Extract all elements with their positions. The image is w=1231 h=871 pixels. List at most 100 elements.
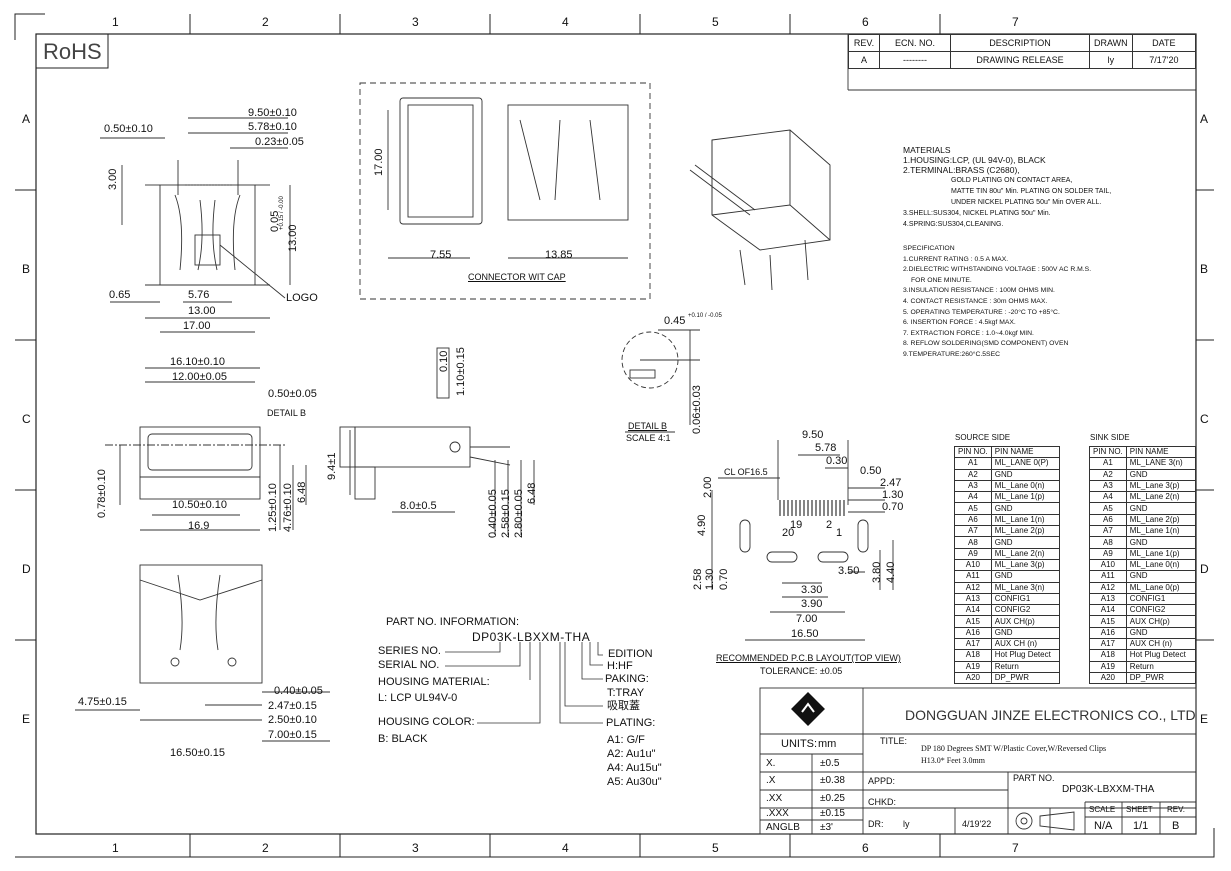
rev-header-desc: DESCRIPTION <box>950 34 1090 52</box>
title-line-2: H13.0* Feet 3.0mm <box>921 756 985 765</box>
pin-number-cell: A18 <box>954 649 992 662</box>
materials-line: 3.SHELL:SUS304, NICKEL PLATING 50u" Min. <box>903 210 1051 217</box>
pin-name-cell: ML_Lane 1(n) <box>990 513 1061 527</box>
pin-name-cell: ML_Lane 2(p) <box>990 525 1061 538</box>
tol-val: ±0.38 <box>820 775 845 786</box>
pin-name-cell: ML_LANE 0(P) <box>990 457 1061 470</box>
materials-line: UNDER NICKEL PLATING 50u" Min OVER ALL. <box>951 199 1102 206</box>
pin-header: PIN NAME <box>1125 445 1197 459</box>
tol-val: ±0.5 <box>820 758 840 769</box>
grid-col-2-bottom: 2 <box>262 841 269 855</box>
dim-label: 0.06±0.03 <box>691 385 703 434</box>
centerline-label: CL OF16.5 <box>724 467 768 477</box>
grid-col-7-bottom: 7 <box>1012 841 1019 855</box>
rev-value: B <box>1172 820 1180 832</box>
dr-name: ly <box>903 819 910 829</box>
pin-number: 19 <box>790 519 803 531</box>
pin-name-cell: GND <box>1125 536 1197 549</box>
dim-label: 0.70 <box>718 568 730 590</box>
pin-number-cell: A8 <box>954 536 992 549</box>
rev-header-date: DATE <box>1131 34 1197 52</box>
pin-name-cell: Return <box>1125 660 1197 673</box>
tol-key: .X <box>766 775 776 786</box>
cap-view-label: CONNECTOR WIT CAP <box>468 272 566 282</box>
pin-number-cell: A7 <box>1089 525 1127 538</box>
title-block-lines <box>759 687 1197 835</box>
pin-name-cell: GND <box>990 570 1061 583</box>
dim-label: 5.78±0.10 <box>248 121 297 133</box>
top-view <box>100 117 291 333</box>
materials-line: 1.HOUSING:LCP, (UL 94V-0), BLACK <box>903 155 1046 165</box>
pin-name-cell: AUX CH(p) <box>1125 615 1197 628</box>
dim-label: 7.00 <box>796 613 818 625</box>
part-info-plating: PLATING: <box>606 717 656 729</box>
grid-col-4-bottom: 4 <box>562 841 569 855</box>
pin-number-cell: A20 <box>954 671 992 685</box>
dr-label: DR: <box>868 819 884 829</box>
grid-row-d: D <box>22 562 31 576</box>
dim-label: 2.50±0.10 <box>268 714 317 726</box>
plating-option: A4: Au15u" <box>607 762 662 774</box>
materials-block: MATERIALS 1.HOUSING:LCP, (UL 94V-0), BLA… <box>903 145 1111 230</box>
grid-col-4: 4 <box>562 15 569 29</box>
pin-name-cell: ML_LANE 3(n) <box>1125 457 1197 470</box>
dim-label: 2.00 <box>702 476 714 498</box>
pin-number: 20 <box>782 527 795 539</box>
pin-header: PIN NAME <box>990 445 1061 459</box>
grid-row-a-right: A <box>1200 112 1209 126</box>
tol-val: ±0.15 <box>820 808 845 819</box>
dim-label: 13.85 <box>545 249 573 261</box>
part-info-housing-material-value: L: LCP UL94V-0 <box>378 692 458 704</box>
pin-number-cell: A10 <box>1089 558 1127 572</box>
tol-val: ±3' <box>820 822 833 833</box>
dim-label: 0.50±0.10 <box>104 123 153 135</box>
sheet-value: 1/1 <box>1133 820 1149 832</box>
pin-number-cell: A16 <box>954 626 992 640</box>
dim-label: 0.40±0.05 <box>274 685 323 697</box>
part-info-housing-color-value: B: BLACK <box>378 733 428 745</box>
pin-name-cell: ML_Lane 3(p) <box>1125 479 1197 493</box>
spec-line: FOR ONE MINUTE. <box>911 276 972 284</box>
pin-number-cell: A7 <box>954 525 992 538</box>
rev-row-date: 7/17'20 <box>1131 51 1197 69</box>
pin-number-cell: A2 <box>1089 468 1127 481</box>
pcb-layout-tolerance: TOLERANCE: ±0.05 <box>760 666 843 676</box>
dim-label: 3.30 <box>801 584 823 596</box>
grid-row-b: B <box>22 262 31 276</box>
tol-val: ±0.25 <box>820 793 845 804</box>
plating-option: A2: Au1u" <box>607 748 656 760</box>
pin-name-cell: CONFIG2 <box>1125 604 1197 617</box>
pin-name-cell: Hot Plug Detect <box>990 649 1061 662</box>
units-label: UNITS: <box>781 738 818 750</box>
dim-flatness: 0.10 <box>438 350 450 372</box>
part-info-paking: PAKING: <box>605 673 649 685</box>
dim-label: 5.76 <box>188 289 210 301</box>
dim-label: 17.00 <box>183 320 211 332</box>
pin-name-cell: AUX CH(p) <box>990 615 1061 628</box>
dim-label: 17.00 <box>373 148 385 176</box>
pin-number-cell: A2 <box>954 468 992 481</box>
pin-number-cell: A6 <box>954 513 992 527</box>
dim-label: 2.47 <box>880 477 902 489</box>
pin-number-cell: A1 <box>954 457 992 470</box>
source-side-title: SOURCE SIDE <box>955 433 1011 442</box>
dim-label: 2.58 <box>692 568 704 590</box>
pin-number-cell: A14 <box>954 604 992 617</box>
pcb-layout <box>711 440 894 641</box>
dim-label: 3.00 <box>107 168 119 190</box>
tol-key: X. <box>766 758 776 769</box>
pin-number-cell: A5 <box>1089 502 1127 515</box>
